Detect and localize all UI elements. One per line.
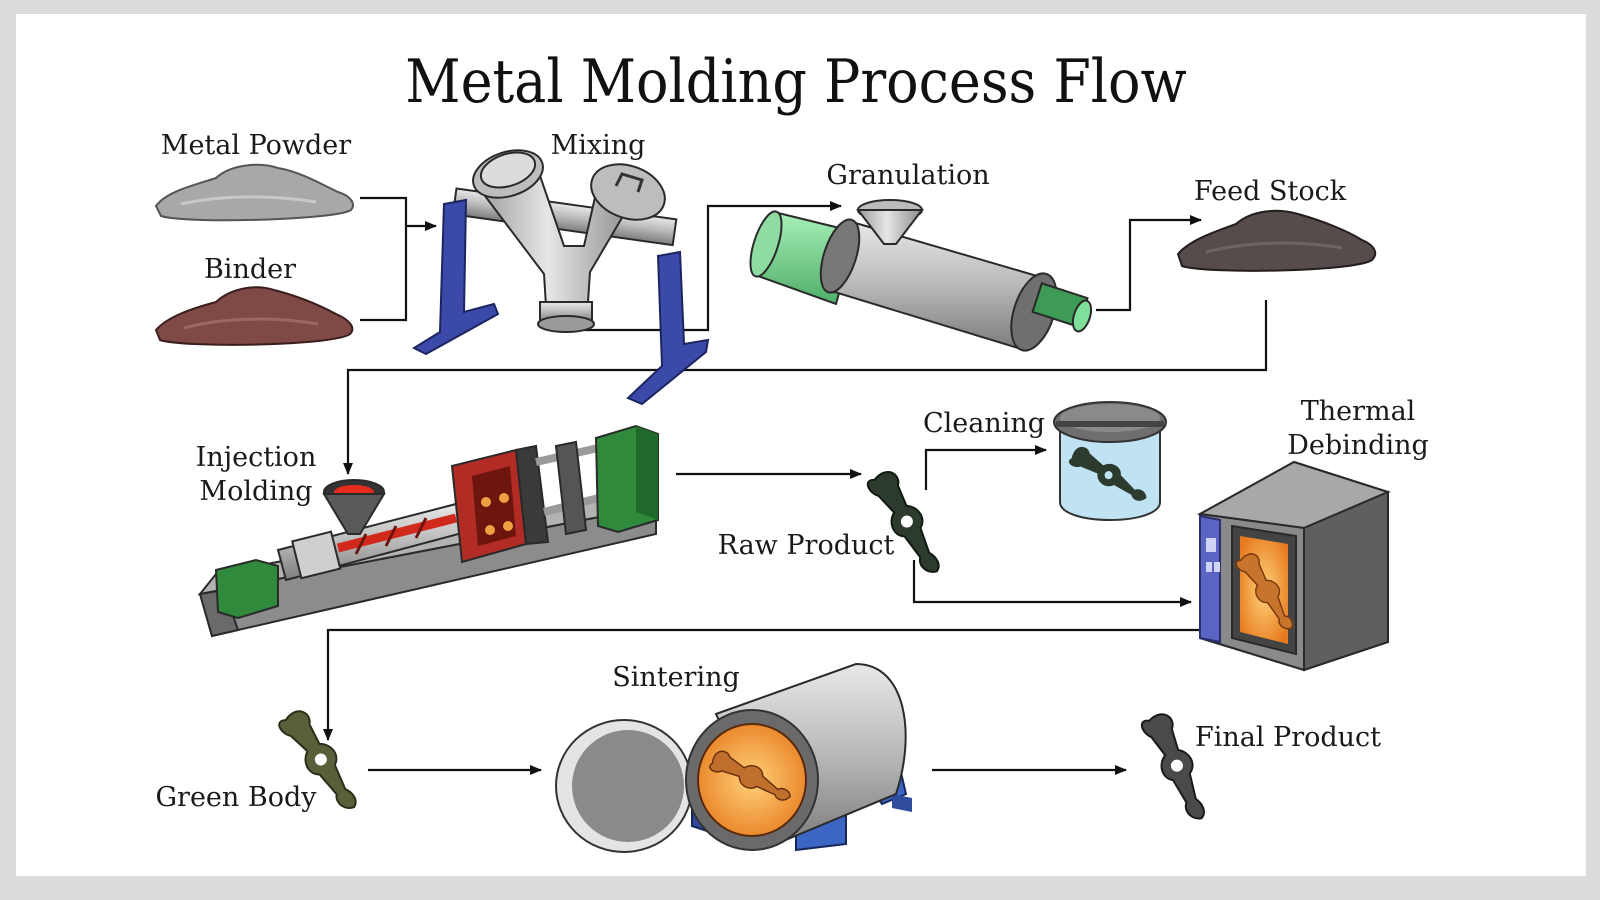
cleaning-tank: [1053, 401, 1167, 521]
debinding-oven: [1196, 460, 1391, 672]
metal-powder-label: Metal Powder: [161, 130, 351, 161]
metal-powder-pile: [154, 163, 354, 222]
final-product-label: Final Product: [1195, 722, 1381, 753]
mixing-label: Mixing: [551, 130, 646, 161]
injection-molding-machine: [197, 424, 659, 638]
feed-stock-pile: [1176, 209, 1377, 272]
feed-stock-label: Feed Stock: [1194, 176, 1347, 207]
green-body-label: Green Body: [155, 782, 317, 813]
flow-lines: [323, 196, 1268, 775]
final-product-part: [1141, 713, 1205, 820]
page-title: Metal Molding Process Flow: [405, 47, 1186, 117]
injection-molding-label-line2: Molding: [199, 476, 312, 507]
diagram-card: Metal Molding Process Flow Metal Powder …: [16, 14, 1586, 876]
granulation-label: Granulation: [826, 160, 989, 191]
green-body-part: [278, 710, 357, 809]
raw-product-part: [866, 470, 940, 573]
thermal-debinding-label-line2: Debinding: [1287, 430, 1429, 461]
granulator-illustration: [749, 199, 1093, 352]
raw-product-label: Raw Product: [718, 530, 895, 561]
process-diagram: Metal Molding Process Flow Metal Powder …: [154, 47, 1429, 853]
binder-label: Binder: [204, 254, 296, 285]
injection-molding-label-line1: Injection: [196, 442, 317, 473]
sintering-label: Sintering: [612, 662, 740, 693]
thermal-debinding-label-line1: Thermal: [1301, 396, 1416, 427]
sintering-furnace: [555, 662, 912, 853]
binder-pile: [154, 286, 354, 346]
mixer-illustration: [411, 149, 710, 406]
cleaning-label: Cleaning: [923, 408, 1045, 439]
